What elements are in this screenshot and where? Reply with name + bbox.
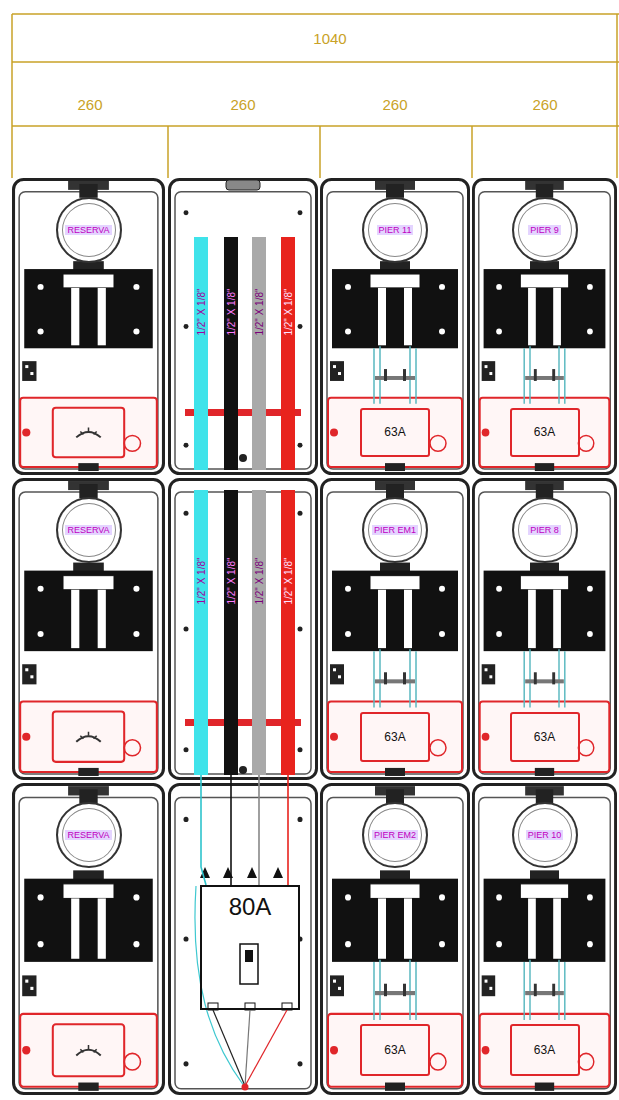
busbar: 1/2" X 1/8"	[252, 490, 266, 775]
meter-dial: RESERVA	[56, 497, 122, 563]
breaker-63a: 63A	[360, 712, 430, 762]
busbar-size: 1/2" X 1/8"	[254, 558, 265, 605]
busbar-size: 1/2" X 1/8"	[196, 288, 207, 335]
meter-dial: PIER EM1	[362, 497, 428, 563]
meter-label: PIER EM2	[372, 830, 418, 840]
meter-modules	[14, 179, 616, 1093]
breaker-rating: 63A	[534, 425, 555, 439]
breaker-63a: 63A	[360, 408, 430, 458]
dimension-label: 1040	[313, 30, 346, 47]
breaker-63a: 63A	[510, 712, 580, 762]
busbar-feed-wire	[258, 775, 260, 885]
breaker-rating: 63A	[534, 1043, 555, 1057]
dimension-label: 260	[532, 96, 557, 113]
busbar: 1/2" X 1/8"	[194, 237, 208, 470]
dimension-label: 260	[77, 96, 102, 113]
dimension-label: 260	[382, 96, 407, 113]
meter-label: PIER 8	[528, 525, 561, 535]
breaker-63a: 63A	[510, 1024, 580, 1076]
main-breaker-drawing	[195, 867, 300, 1091]
meter-label: PIER 10	[526, 830, 564, 840]
meter-dial: PIER 11	[362, 197, 428, 263]
main-breaker: 80A	[200, 885, 300, 1010]
meter-label: RESERVA	[65, 225, 111, 235]
dimension-label: 260	[230, 96, 255, 113]
busbar: 1/2" X 1/8"	[194, 490, 208, 775]
breaker-rating: 63A	[384, 1043, 405, 1057]
busbar: 1/2" X 1/8"	[252, 237, 266, 470]
busbar: 1/2" X 1/8"	[224, 237, 238, 470]
meter-dial: PIER 9	[512, 197, 578, 263]
busbar-feed-wire	[201, 775, 206, 885]
busbar-size: 1/2" X 1/8"	[226, 288, 237, 335]
breaker-rating: 80A	[202, 893, 298, 921]
meter-label: RESERVA	[65, 525, 111, 535]
busbar-size: 1/2" X 1/8"	[283, 558, 294, 605]
meter-dial: PIER 10	[512, 802, 578, 868]
breaker-63a: 63A	[510, 408, 580, 458]
breaker-rating: 63A	[534, 730, 555, 744]
breaker-rating: 63A	[384, 730, 405, 744]
busbar: 1/2" X 1/8"	[281, 237, 295, 470]
busbar-size: 1/2" X 1/8"	[226, 558, 237, 605]
meter-dial: RESERVA	[56, 197, 122, 263]
meter-label: PIER 9	[528, 225, 561, 235]
meter-dial: PIER 8	[512, 497, 578, 563]
breaker-rating: 63A	[384, 425, 405, 439]
busbar-modules	[170, 179, 317, 1093]
busbar-size: 1/2" X 1/8"	[196, 558, 207, 605]
busbar-size: 1/2" X 1/8"	[254, 288, 265, 335]
busbar-feed-wire	[230, 775, 232, 885]
busbar-size: 1/2" X 1/8"	[283, 288, 294, 335]
busbar: 1/2" X 1/8"	[281, 490, 295, 775]
meter-label: PIER 11	[377, 225, 414, 235]
breaker-63a: 63A	[360, 1024, 430, 1076]
meter-label: RESERVA	[65, 830, 111, 840]
meter-label: PIER EM1	[372, 525, 418, 535]
busbar: 1/2" X 1/8"	[224, 490, 238, 775]
busbar-feed-wire	[287, 775, 289, 885]
meter-dial: PIER EM2	[362, 802, 428, 868]
meter-dial: RESERVA	[56, 802, 122, 868]
dimension-lines	[12, 14, 619, 178]
